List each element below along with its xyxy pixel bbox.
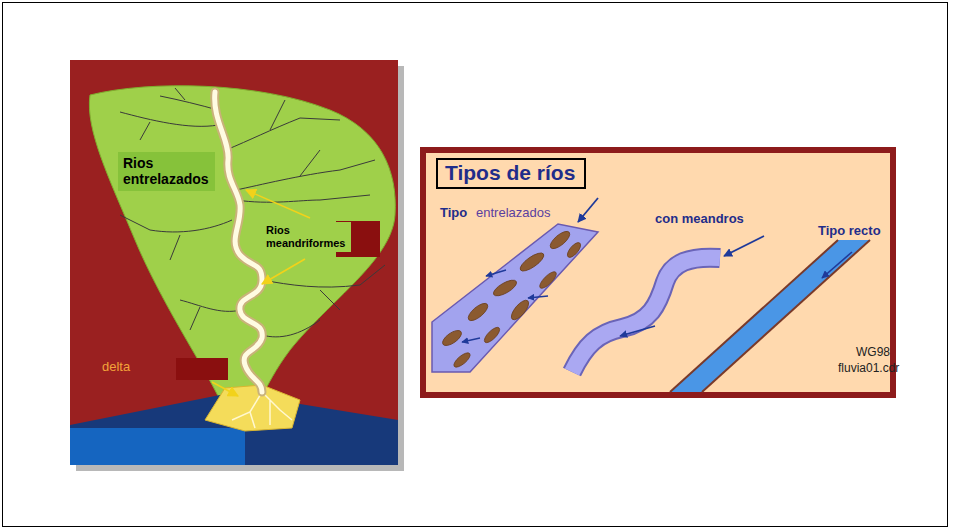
meander-channel — [572, 258, 720, 372]
node-text: Rios entrelazados — [123, 155, 209, 187]
delta-label: delta — [102, 360, 130, 375]
left-panel — [70, 60, 398, 465]
node-text: Tipos de ríos — [445, 161, 577, 185]
river-label-box: Rios meandriformes — [262, 222, 351, 252]
title-box: Tipos de ríos — [436, 158, 586, 189]
file-note: fluvia01.cdr — [838, 362, 899, 376]
type-label: entrelazados — [476, 206, 550, 221]
river — [215, 92, 263, 392]
watershed — [89, 86, 395, 396]
pointer-arrows — [212, 190, 310, 396]
tag-box — [176, 358, 228, 380]
river-label-box: Rios entrelazados — [118, 152, 215, 191]
right-panel — [426, 153, 890, 392]
right-panel-frame — [420, 147, 896, 398]
sea-band — [70, 428, 245, 465]
pointer-arrows — [578, 198, 764, 256]
page-frame — [3, 3, 948, 527]
node-text: Rios meandriformes — [266, 224, 345, 249]
credit-note: WG98 — [856, 346, 890, 360]
type-label: con meandros — [655, 212, 744, 227]
type-label: Tipo — [440, 206, 467, 221]
delta-fan — [205, 385, 300, 431]
type-label: Tipo recto — [818, 224, 881, 239]
delta-channels — [232, 392, 292, 428]
river-bank — [215, 92, 263, 392]
